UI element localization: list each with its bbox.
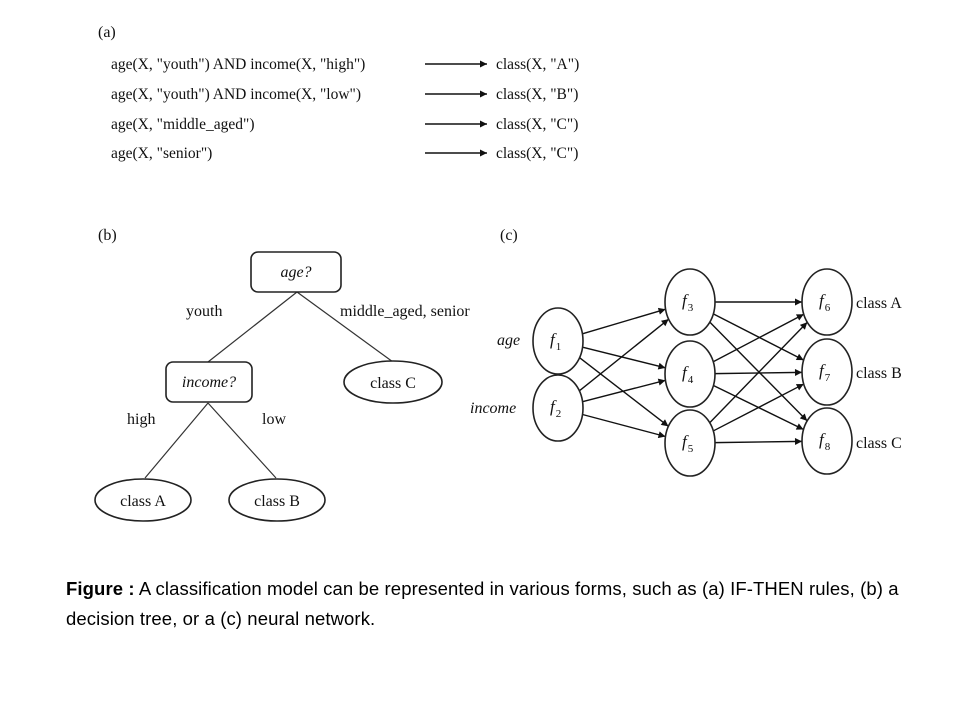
output-label-class-a: class A	[856, 295, 902, 312]
leaf-class-a-label: class A	[120, 493, 166, 510]
network-node-subscript: 6	[825, 302, 831, 314]
edge-high-label: high	[127, 411, 155, 428]
node-age-question	[250, 251, 342, 293]
network-node-symbol: f	[682, 291, 689, 310]
panel-a-rules: (a) age(X, "youth") AND income(X, "high"…	[98, 24, 579, 162]
network-node-f1: f1	[532, 307, 584, 375]
node-age-label: age?	[280, 264, 311, 281]
network-node-shape	[664, 409, 716, 477]
caption-lead: Figure :	[66, 578, 135, 599]
network-node-subscript: 8	[825, 441, 831, 453]
edge-youth	[207, 291, 298, 363]
connection-f5-f6	[709, 321, 808, 424]
connection-f2-f3	[578, 318, 670, 392]
network-node-label: f4	[682, 363, 694, 386]
panel-b-tag: (b)	[98, 227, 117, 244]
connection-f2-f4	[582, 378, 666, 403]
network-node-label: f8	[819, 430, 831, 453]
network-node-label: f5	[682, 432, 694, 455]
connection-f3-f7	[712, 313, 805, 361]
output-label-class-c: class C	[856, 435, 902, 452]
network-node-symbol: f	[550, 330, 557, 349]
leaf-class-c	[343, 360, 443, 404]
network-node-shape	[532, 307, 584, 375]
connection-f1-f5	[579, 357, 669, 427]
connection-f1-f3	[582, 307, 666, 335]
connection-f2-f5	[582, 413, 666, 439]
network-node-label: f1	[550, 330, 561, 353]
network-node-shape	[532, 374, 584, 442]
network-node-f7: f7	[801, 338, 853, 406]
node-income-label: income?	[182, 374, 236, 391]
panel-a-tag: (a)	[98, 24, 116, 41]
network-node-subscript: 7	[825, 372, 831, 384]
network-node-label: f2	[550, 397, 561, 420]
network-node-subscript: 2	[556, 408, 562, 420]
input-label-age: age	[497, 332, 520, 349]
network-node-f3: f3	[664, 268, 716, 336]
network-node-subscript: 3	[688, 302, 694, 314]
edge-middle-senior	[296, 291, 394, 363]
network-node-f2: f2	[532, 374, 584, 442]
network-node-f5: f5	[664, 409, 716, 477]
network-node-shape	[801, 268, 853, 336]
network-node-subscript: 1	[556, 341, 562, 353]
rule-1-conclusion: class(X, "A")	[496, 56, 579, 73]
network-node-shape	[664, 340, 716, 408]
leaf-class-a	[94, 478, 192, 522]
network-node-label: f6	[819, 291, 831, 314]
network-node-f8: f8	[801, 407, 853, 475]
network-node-symbol: f	[819, 361, 826, 380]
network-node-shape	[801, 407, 853, 475]
network-node-f6: f6	[801, 268, 853, 336]
network-node-subscript: 5	[688, 443, 694, 455]
network-node-label: f3	[682, 291, 694, 314]
network-node-subscript: 4	[688, 374, 694, 386]
network-node-symbol: f	[819, 430, 826, 449]
connection-f5-f8	[714, 437, 803, 445]
rule-4-condition: age(X, "senior")	[111, 145, 212, 162]
edge-low-label: low	[262, 411, 286, 428]
network-node-label: f7	[819, 361, 831, 384]
rule-2-conclusion: class(X, "B")	[496, 86, 578, 103]
leaf-class-c-label: class C	[370, 375, 416, 392]
figure-diagram: (a) age(X, "youth") AND income(X, "high"…	[94, 24, 902, 522]
panel-c-tag: (c)	[500, 227, 518, 244]
edge-middle-senior-label: middle_aged, senior	[340, 303, 470, 320]
leaf-class-b	[228, 478, 326, 522]
rule-1-condition: age(X, "youth") AND income(X, "high")	[111, 56, 365, 73]
network-node-symbol: f	[819, 291, 826, 310]
connection-f1-f4	[582, 346, 666, 370]
rule-3-condition: age(X, "middle_aged")	[111, 116, 255, 133]
network-node-symbol: f	[682, 363, 689, 382]
network-node-shape	[801, 338, 853, 406]
network-connections	[578, 298, 808, 445]
panel-b-decision-tree: (b) age? youth middle_aged, senior incom…	[94, 227, 470, 522]
node-income-question	[165, 361, 253, 403]
edge-youth-label: youth	[186, 303, 222, 320]
network-node-symbol: f	[550, 397, 557, 416]
edge-high	[144, 402, 209, 479]
network-node-shape	[664, 268, 716, 336]
network-node-f4: f4	[664, 340, 716, 408]
figure-caption: Figure : A classification model can be r…	[66, 574, 926, 634]
caption-text: A classification model can be represente…	[66, 578, 899, 629]
network-node-symbol: f	[682, 432, 689, 451]
rule-3-conclusion: class(X, "C")	[496, 116, 578, 133]
rule-4-conclusion: class(X, "C")	[496, 145, 578, 162]
connection-f4-f6	[712, 313, 805, 363]
output-label-class-b: class B	[856, 365, 902, 382]
leaf-class-b-label: class B	[254, 493, 300, 510]
connection-f5-f7	[712, 383, 805, 432]
rule-2-condition: age(X, "youth") AND income(X, "low")	[111, 86, 361, 103]
edge-low	[207, 402, 277, 479]
input-label-income: income	[470, 400, 516, 417]
